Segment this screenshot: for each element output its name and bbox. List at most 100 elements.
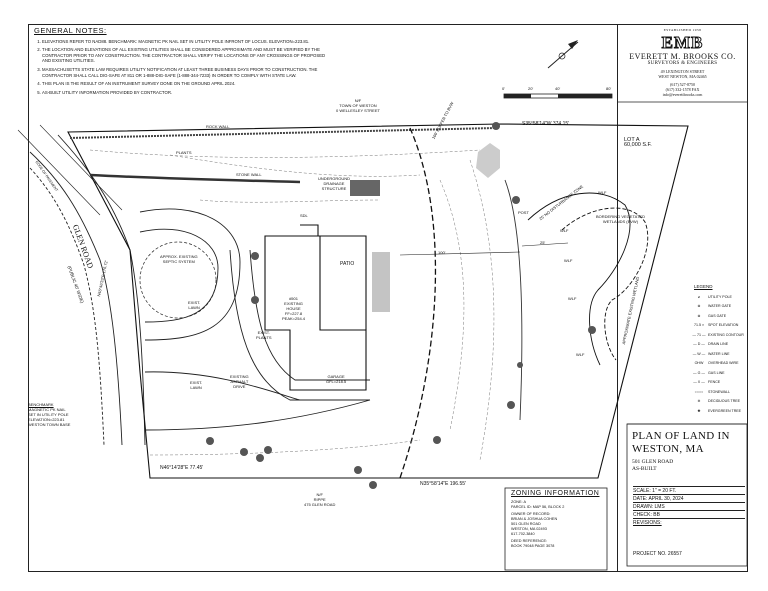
label-line: HOUSE — [286, 306, 301, 311]
wlf-label: WLF — [576, 352, 585, 357]
label-line: SET IN UTILITY POLE — [28, 412, 69, 417]
town-weston-label: N/F TOWN OF WESTON 0 WELLESLEY STREET — [336, 98, 380, 113]
stonewall-icon: ○○○○ — [694, 389, 704, 394]
zoning-line: 501 GLEN ROAD — [511, 521, 541, 526]
scale-tick: 40' — [555, 86, 561, 91]
label-line: MAGNETIC PK NAIL — [28, 407, 66, 412]
label-line: 60,000 S.F. — [624, 142, 652, 148]
fence-line — [504, 179, 523, 421]
label-line: LAWN — [190, 385, 202, 390]
stair-deck — [372, 252, 390, 312]
plan-address: 501 GLEN ROAD — [632, 459, 674, 465]
zoning-line: WESTON, MA 02493 — [511, 526, 547, 531]
scale-bar — [503, 93, 613, 99]
evergreen-tree-icon: ✺ — [697, 408, 701, 413]
overhead-wire-icon: OHW — [694, 361, 704, 366]
house-label: #501 EXISTING HOUSE FF=227.8 PEAK=254.4 — [282, 296, 305, 321]
wlf-label: WLF — [564, 258, 573, 263]
lawn-label: EXIST. LAWN — [188, 300, 200, 310]
dimension-100 — [399, 251, 521, 256]
label-line: DRAINAGE — [323, 181, 345, 186]
legend-row: ⌀ UTILITY POLE — [690, 292, 746, 302]
contour-icon: — 71 — — [692, 332, 706, 337]
utility-pole-icon: ⌀ — [697, 294, 701, 299]
label-line: SEPTIC SYSTEM — [162, 259, 195, 264]
label-line: ASPHALT — [230, 379, 249, 384]
dimension-25 — [521, 242, 569, 247]
deciduous-tree-icon: ✲ — [697, 399, 701, 404]
north-arrow-icon — [547, 40, 579, 69]
legend-label: DRAIN LINE — [708, 342, 729, 347]
legend-label: STONEWALL — [708, 389, 730, 394]
septic-outline — [139, 241, 217, 319]
label-line: BORDERING VEGETATED — [596, 214, 645, 219]
rock-outcrop — [476, 143, 500, 178]
legend-label: GAS GATE — [708, 313, 727, 318]
legend-row: — X —FENCE — [690, 378, 746, 388]
house-footprint — [264, 224, 367, 391]
legend-row: 71.5 ×SPOT ELEVATION — [690, 321, 746, 331]
lawn-label-2: EXIST. LAWN — [190, 380, 202, 390]
scale-tick: 20' — [528, 86, 534, 91]
legend-row: ⊗GAS GATE — [690, 311, 746, 321]
stone-wall-line — [89, 173, 301, 184]
zoning-heading: ZONING INFORMATION — [511, 490, 600, 497]
label-line: UNDERGROUND — [318, 176, 350, 181]
label-line: EXIST. — [190, 380, 203, 385]
patio-label: PATIO — [340, 261, 355, 267]
legend-row: — 71 —EXISTING CONTOUR — [690, 330, 746, 340]
general-notes: GENERAL NOTES: ELEVATIONS REFER TO NAD88… — [34, 27, 334, 98]
post-label: POST — [518, 210, 529, 215]
bearing-left-label: N46°14'28"E 77.45' — [160, 465, 204, 471]
legend-label: WATER LINE — [708, 351, 730, 356]
label-line: WESTON TOWN BASE — [28, 422, 71, 427]
note-item: AS-BUILT UTILITY INFORMATION PROVIDED BY… — [42, 90, 334, 96]
drainage-structure — [350, 180, 380, 196]
contour-lines — [89, 149, 495, 461]
label-line: GFL=218.5 — [326, 379, 347, 384]
benchmark-label: BENCHMARK MAGNETIC PK NAIL SET IN UTILIT… — [28, 402, 70, 427]
zoning-line: DEED REFERENCE: — [511, 539, 548, 544]
label-line: TOWN OF WESTON — [339, 103, 377, 108]
septic-label: APPROX. EXISTING SEPTIC SYSTEM — [160, 254, 198, 264]
zoning-line: OWNER OF RECORD: — [511, 512, 551, 517]
drainage-label: UNDERGROUND DRAINAGE STRUCTURE — [318, 176, 350, 191]
label-line: APPROX. EXISTING — [160, 254, 198, 259]
firm-logo: EMB — [661, 33, 704, 53]
firm-fax: (617) 332-1578 FAX — [665, 87, 700, 92]
zoning-line: BRIAN & JOSHUA COHEN — [511, 517, 558, 522]
lot-label: LOT A 60,000 S.F. — [624, 137, 652, 148]
legend-row: — W —WATER LINE — [690, 349, 746, 359]
zoning-information: ZONING INFORMATION ZONE: A PARCEL ID: MA… — [511, 490, 607, 549]
legend-row: ✲DECIDUOUS TREE — [690, 397, 746, 407]
label-line: EXISTING — [284, 301, 303, 306]
firm-block: ESTABLISHED 1958 EMB EVERETT M. BROOKS C… — [617, 28, 748, 97]
label-line: WETLANDS (BVW) — [602, 219, 639, 224]
label-line: 0 WELLESLEY STREET — [336, 108, 380, 113]
label-line: PLANTS — [256, 335, 272, 340]
label-line: N/F — [316, 492, 323, 497]
wlf-label: WLF — [598, 190, 607, 195]
legend-row: ✺EVERGREEN TREE — [690, 406, 746, 416]
label-line: STRUCTURE — [321, 186, 347, 191]
note-item: ELEVATIONS REFER TO NAD88. BENCHMARK: MA… — [42, 39, 334, 45]
label-line: N/F — [354, 98, 362, 103]
label-line: FF=227.8 — [284, 311, 303, 316]
scale-tick: 80' — [606, 86, 612, 91]
firm-address-line: WEST NEWTON, MA 02465 — [658, 74, 707, 79]
label-line: GARAGE — [327, 374, 345, 379]
firm-address: 49 LEXINGTON STREET WEST NEWTON, MA 0246… — [617, 69, 748, 79]
wlf-label: WLF — [560, 228, 569, 233]
label-line: RIPPE — [313, 497, 326, 502]
driveway — [139, 208, 371, 431]
label-line: DRIVE — [233, 384, 246, 389]
plants-label-2: EXIST. PLANTS — [256, 330, 272, 340]
firm-phone: (617) 527-8750 — [670, 82, 695, 87]
sdl-label: SDL — [300, 213, 308, 218]
check-row: CHECK: BB — [633, 510, 745, 518]
legend-label: UTILITY POLE — [708, 294, 732, 299]
legend-row: ⊗WATER GATE — [690, 302, 746, 312]
wlf-label: WLF — [568, 296, 577, 301]
